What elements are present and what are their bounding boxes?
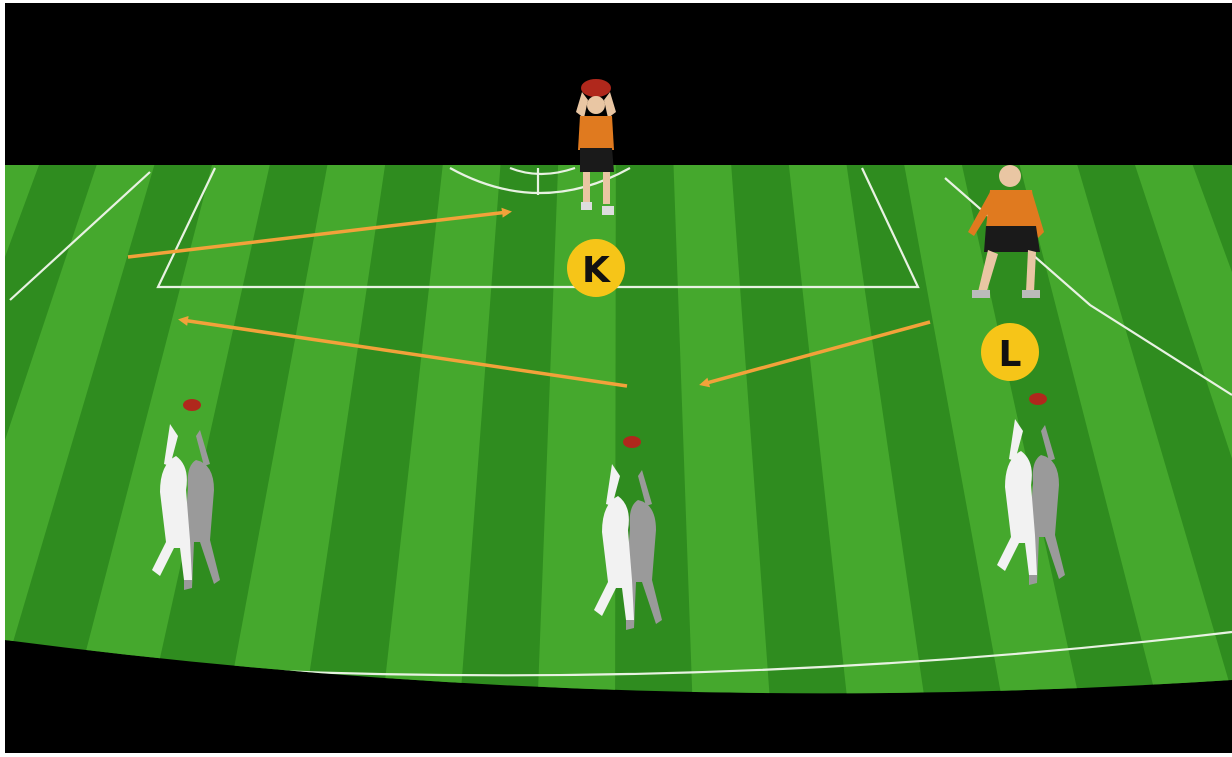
- badge-k-circle: [567, 239, 625, 297]
- pitch-stripe: [5, 165, 156, 694]
- ball-icon: [623, 436, 641, 448]
- goalkeeper-holding-ball-icon: [576, 79, 616, 215]
- badge-l: L: [981, 323, 1039, 381]
- pitch-stripe: [216, 165, 386, 694]
- badge-l-label: L: [999, 334, 1022, 375]
- pitch-stripe: [903, 165, 1093, 694]
- jumping-players-silhouette-icon: [152, 424, 220, 590]
- pass-arrows: [127, 207, 931, 388]
- badge-k: K: [567, 239, 625, 297]
- badge-l-circle: [981, 323, 1039, 381]
- penalty-box-line: [156, 167, 920, 289]
- pitch-stripe: [673, 165, 775, 694]
- pitch-stripe: [788, 165, 934, 694]
- pitch-stripe: [57, 165, 271, 694]
- ball-icon: [1029, 393, 1047, 405]
- pitch-stripe: [1133, 165, 1232, 694]
- pitch-stripe: [376, 165, 501, 694]
- inner-arc-line: [509, 166, 576, 176]
- ball-icon: [581, 79, 611, 97]
- jumping-players-silhouette-icon: [594, 464, 662, 630]
- arrow-center-to-left: [178, 315, 628, 388]
- left-touch-line: [9, 171, 151, 301]
- arrow-right-to-center: [699, 320, 931, 388]
- goalkeeper-ready-stance-icon: [968, 165, 1044, 298]
- jumping-players: [152, 393, 1065, 630]
- pitch-stripe: [1018, 165, 1232, 694]
- badge-k-label: K: [582, 250, 611, 291]
- jumping-players-silhouette-icon: [997, 419, 1065, 585]
- pitch-stripes: [5, 165, 1232, 694]
- pitch: [5, 165, 1232, 694]
- ball-icon: [183, 399, 201, 411]
- arrow-left-to-goal: [127, 207, 512, 259]
